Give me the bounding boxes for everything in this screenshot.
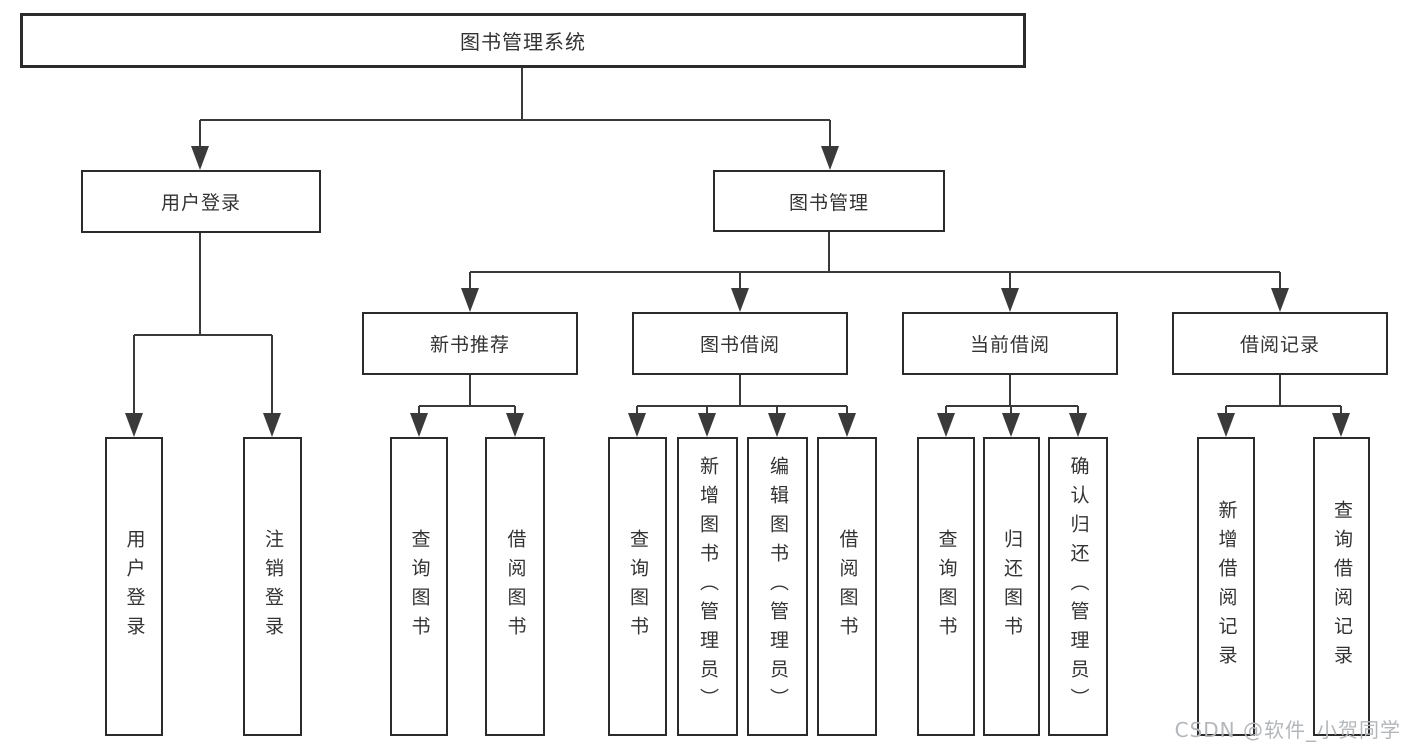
arrow-down-new-book — [461, 288, 479, 312]
connector-borrowing-records-bus — [1226, 405, 1341, 407]
connector-drop-cb-query — [945, 406, 947, 416]
arrow-down-current-borrowing — [1001, 288, 1019, 312]
connector-current-borrowing-bus — [946, 405, 1078, 407]
leaf-borrowing-add-books-admin-label: 新增图书（管理员） — [697, 456, 719, 717]
connector-book-borrowing-drop — [739, 375, 741, 406]
connector-drop-leaf-logout — [271, 335, 273, 415]
leaf-user-login-label: 用户登录 — [123, 528, 146, 645]
arrow-down-cb-confirm — [1069, 413, 1087, 437]
connector-drop-bb-edit — [776, 406, 778, 416]
connector-book-borrowing-bus — [637, 405, 847, 407]
watermark: CSDN @软件_小贺同学 — [1174, 718, 1401, 742]
connector-borrowing-records-drop — [1279, 375, 1281, 406]
arrow-down-br-add — [1217, 413, 1235, 437]
leaf-borrowing-borrow-books: 借阅图书 — [817, 437, 877, 736]
leaf-user-login: 用户登录 — [105, 437, 163, 736]
arrow-down-book-management — [821, 146, 839, 170]
leaf-current-query-books-label: 查询图书 — [935, 528, 958, 645]
leaf-records-query-record: 查询借阅记录 — [1313, 437, 1370, 736]
leaf-newbook-query-books: 查询图书 — [390, 437, 448, 736]
connector-level3-bus — [470, 271, 1280, 273]
arrow-down-book-borrowing — [731, 288, 749, 312]
connector-drop-bb-add — [706, 406, 708, 416]
node-book-borrowing: 图书借阅 — [632, 312, 848, 375]
arrow-down-leaf-logout — [263, 413, 281, 437]
connector-user-login-drop — [199, 233, 201, 335]
leaf-borrowing-add-books-admin: 新增图书（管理员） — [677, 437, 738, 736]
node-new-book-recommend: 新书推荐 — [362, 312, 578, 375]
connector-drop-book-borrowing — [739, 272, 741, 290]
leaf-newbook-borrow-books: 借阅图书 — [485, 437, 545, 736]
arrow-down-user-login — [191, 146, 209, 170]
arrow-down-bb-edit — [768, 413, 786, 437]
leaf-newbook-borrow-books-label: 借阅图书 — [504, 528, 527, 645]
connector-drop-leaf-login — [133, 335, 135, 415]
leaf-newbook-query-books-label: 查询图书 — [408, 528, 431, 645]
arrow-down-br-query — [1332, 413, 1350, 437]
connector-level2-bus — [200, 119, 830, 121]
connector-drop-br-add — [1225, 406, 1227, 416]
connector-drop-current-borrowing — [1009, 272, 1011, 290]
leaf-logout-login: 注销登录 — [243, 437, 302, 736]
connector-new-book-drop — [469, 375, 471, 406]
node-root: 图书管理系统 — [20, 13, 1026, 68]
connector-drop-bb-query — [636, 406, 638, 416]
connector-book-management-drop — [828, 232, 830, 272]
arrow-down-bb-query — [628, 413, 646, 437]
leaf-records-query-record-label: 查询借阅记录 — [1331, 499, 1353, 674]
leaf-records-add-record: 新增借阅记录 — [1197, 437, 1255, 736]
connector-drop-br-query — [1340, 406, 1342, 416]
arrow-down-cb-query — [937, 413, 955, 437]
node-user-login: 用户登录 — [81, 170, 321, 233]
leaf-borrowing-query-books-label: 查询图书 — [627, 528, 649, 645]
connector-drop-bb-borrow — [846, 406, 848, 416]
arrow-down-bb-borrow — [838, 413, 856, 437]
connector-drop-user-login — [199, 120, 201, 150]
connector-drop-new-book — [469, 272, 471, 290]
leaf-current-confirm-return-admin: 确认归还（管理员） — [1048, 437, 1108, 736]
connector-drop-book-management — [829, 120, 831, 150]
leaf-borrowing-edit-books-admin-label: 编辑图书（管理员） — [767, 456, 789, 717]
leaf-borrowing-edit-books-admin: 编辑图书（管理员） — [747, 437, 808, 736]
node-book-management: 图书管理 — [713, 170, 945, 232]
arrow-down-nb-borrow — [506, 413, 524, 437]
connector-current-borrowing-drop — [1009, 375, 1011, 406]
node-current-borrowing: 当前借阅 — [902, 312, 1118, 375]
connector-root-drop — [521, 68, 523, 120]
leaf-borrowing-borrow-books-label: 借阅图书 — [836, 528, 859, 645]
arrow-down-cb-return — [1002, 413, 1020, 437]
leaf-current-return-books-label: 归还图书 — [1001, 528, 1023, 645]
connector-drop-nb-query — [418, 406, 420, 416]
connector-drop-nb-borrow — [514, 406, 516, 416]
leaf-current-confirm-return-admin-label: 确认归还（管理员） — [1067, 456, 1090, 717]
leaf-borrowing-query-books: 查询图书 — [608, 437, 667, 736]
leaf-records-add-record-label: 新增借阅记录 — [1215, 499, 1238, 674]
connector-new-book-bus — [419, 405, 515, 407]
arrow-down-borrowing-records — [1271, 288, 1289, 312]
connector-user-login-bus — [134, 334, 272, 336]
node-borrowing-records: 借阅记录 — [1172, 312, 1388, 375]
arrow-down-bb-add — [698, 413, 716, 437]
connector-drop-cb-confirm — [1077, 406, 1079, 416]
leaf-current-query-books: 查询图书 — [917, 437, 975, 736]
connector-drop-cb-return — [1010, 406, 1012, 416]
leaf-current-return-books: 归还图书 — [983, 437, 1040, 736]
leaf-logout-login-label: 注销登录 — [262, 528, 284, 645]
connector-drop-borrowing-records — [1279, 272, 1281, 290]
arrow-down-leaf-login — [125, 413, 143, 437]
arrow-down-nb-query — [410, 413, 428, 437]
